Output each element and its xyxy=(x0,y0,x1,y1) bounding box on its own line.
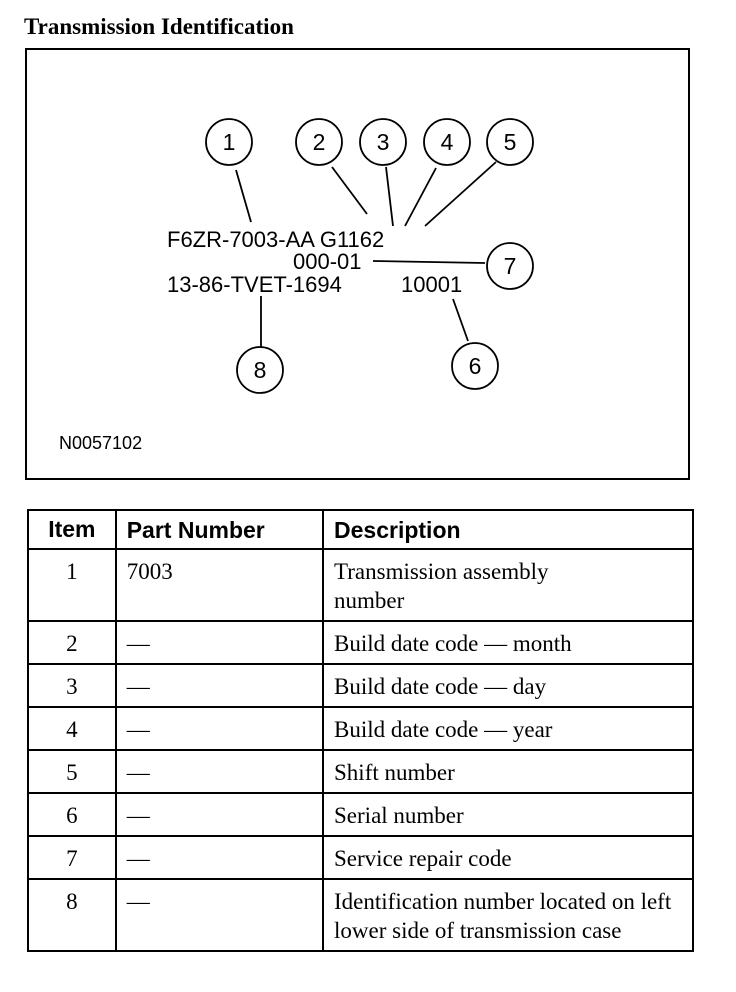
callout-number-7: 7 xyxy=(504,253,517,279)
leader-line-3 xyxy=(385,166,394,227)
figure-diagram: 1 2 3 4 5 6 7 8 F6ZR-7003-AA G1162 000-0… xyxy=(167,118,534,394)
table-row: 1 7003 Transmission assembly number xyxy=(27,548,694,622)
description-cell: Shift number xyxy=(322,749,694,794)
label-line-assembly: F6ZR-7003-AA G1162 xyxy=(167,227,384,252)
table-row: 6 — Serial number xyxy=(27,792,694,837)
part-number-cell: — xyxy=(114,749,325,794)
callout-circle-6 xyxy=(451,342,499,390)
description-cell: Serial number xyxy=(322,792,694,837)
description-cell: Service repair code xyxy=(322,835,694,880)
part-number-cell: — xyxy=(114,706,325,751)
callout-number-3: 3 xyxy=(377,129,390,155)
part-number-cell: — xyxy=(114,620,325,665)
callout-number-8: 8 xyxy=(254,357,267,383)
identification-figure: 1 2 3 4 5 6 7 8 F6ZR-7003-AA G1162 000-0… xyxy=(25,48,690,480)
leader-line-5 xyxy=(424,161,497,227)
part-number-cell: — xyxy=(114,792,325,837)
description-cell: Build date code — day xyxy=(322,663,694,708)
item-cell: 3 xyxy=(27,663,117,708)
callout-number-6: 6 xyxy=(469,353,482,379)
callout-circle-7 xyxy=(486,242,534,290)
callout-circle-1 xyxy=(205,118,253,166)
table-row: 3 — Build date code — day xyxy=(27,663,694,708)
figure-id: N0057102 xyxy=(59,433,143,453)
callout-number-4: 4 xyxy=(441,129,454,155)
table-row: 2 — Build date code — month xyxy=(27,620,694,665)
label-line-identification: 13-86-TVET-1694 xyxy=(167,272,342,297)
callout-number-2: 2 xyxy=(313,129,326,155)
leader-line-6 xyxy=(452,298,469,342)
table-row: 7 — Service repair code xyxy=(27,835,694,880)
item-cell: 5 xyxy=(27,749,117,794)
header-description: Description xyxy=(322,509,694,550)
item-cell: 2 xyxy=(27,620,117,665)
callout-circle-3 xyxy=(359,118,407,166)
description-cell: Transmission assembly number xyxy=(322,548,694,622)
callout-circle-2 xyxy=(295,118,343,166)
item-cell: 6 xyxy=(27,792,117,837)
callout-circle-5 xyxy=(486,118,534,166)
parts-table: Item Part Number Description 1 7003 Tran… xyxy=(27,509,694,952)
header-item: Item xyxy=(27,509,117,550)
table-row: 4 — Build date code — year xyxy=(27,706,694,751)
leader-line-1 xyxy=(235,169,252,223)
callout-circle-4 xyxy=(423,118,471,166)
callout-circle-8 xyxy=(236,346,284,394)
part-number-cell: — xyxy=(114,663,325,708)
table-header-row: Item Part Number Description xyxy=(27,509,694,550)
callout-number-5: 5 xyxy=(504,129,517,155)
part-number-cell: — xyxy=(114,878,325,952)
item-cell: 1 xyxy=(27,548,117,622)
item-cell: 7 xyxy=(27,835,117,880)
part-number-cell: — xyxy=(114,835,325,880)
item-cell: 4 xyxy=(27,706,117,751)
callout-number-1: 1 xyxy=(223,129,236,155)
description-cell: Identification number located on left lo… xyxy=(322,878,694,952)
table-row: 8 — Identification number located on lef… xyxy=(27,878,694,952)
item-cell: 8 xyxy=(27,878,117,952)
leader-line-2 xyxy=(331,166,368,215)
part-number-cell: 7003 xyxy=(114,548,325,622)
description-cell: Build date code — month xyxy=(322,620,694,665)
page-title: Transmission Identification xyxy=(24,14,294,39)
leader-line-7 xyxy=(372,260,486,264)
label-line-service-code: 000-01 xyxy=(293,249,362,274)
leader-line-4 xyxy=(404,167,437,227)
header-part-number: Part Number xyxy=(114,509,325,550)
description-cell: Build date code — year xyxy=(322,706,694,751)
label-line-serial: 10001 xyxy=(401,272,462,297)
table-row: 5 — Shift number xyxy=(27,749,694,794)
